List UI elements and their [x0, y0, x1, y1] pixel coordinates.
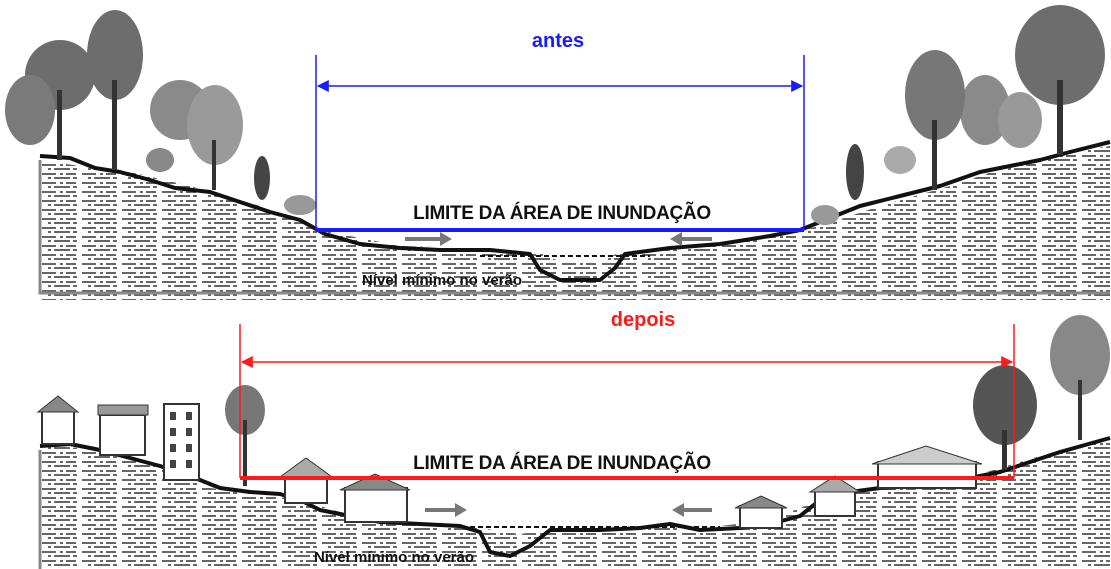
top-left-forest [5, 10, 316, 215]
bottom-left-buildings [36, 385, 411, 523]
top-right-forest [811, 5, 1105, 225]
bottom-title: depois [610, 309, 676, 331]
top-level-label: Nível mínimo no verão [361, 272, 523, 289]
top-soil-hatch [40, 146, 1110, 300]
bottom-panel [36, 315, 1111, 569]
top-frame [38, 160, 1110, 295]
top-water-arrows [405, 232, 712, 246]
top-ground-line [39, 140, 1111, 282]
top-limit-label: LIMITE DA ÁREA DE INUNDAÇÃO [413, 203, 711, 224]
bottom-limit-label: LIMITE DA ÁREA DE INUNDAÇÃO [413, 453, 711, 474]
bottom-flood-limit [239, 324, 1015, 480]
top-panel [5, 5, 1111, 300]
bottom-right-buildings [734, 315, 1110, 529]
bottom-level-label: Nível mínimo no verão [313, 549, 475, 566]
bottom-soil-hatch [40, 438, 1110, 569]
top-title: antes [531, 30, 585, 52]
bottom-water-arrows [425, 503, 712, 517]
top-flood-limit [315, 55, 805, 232]
